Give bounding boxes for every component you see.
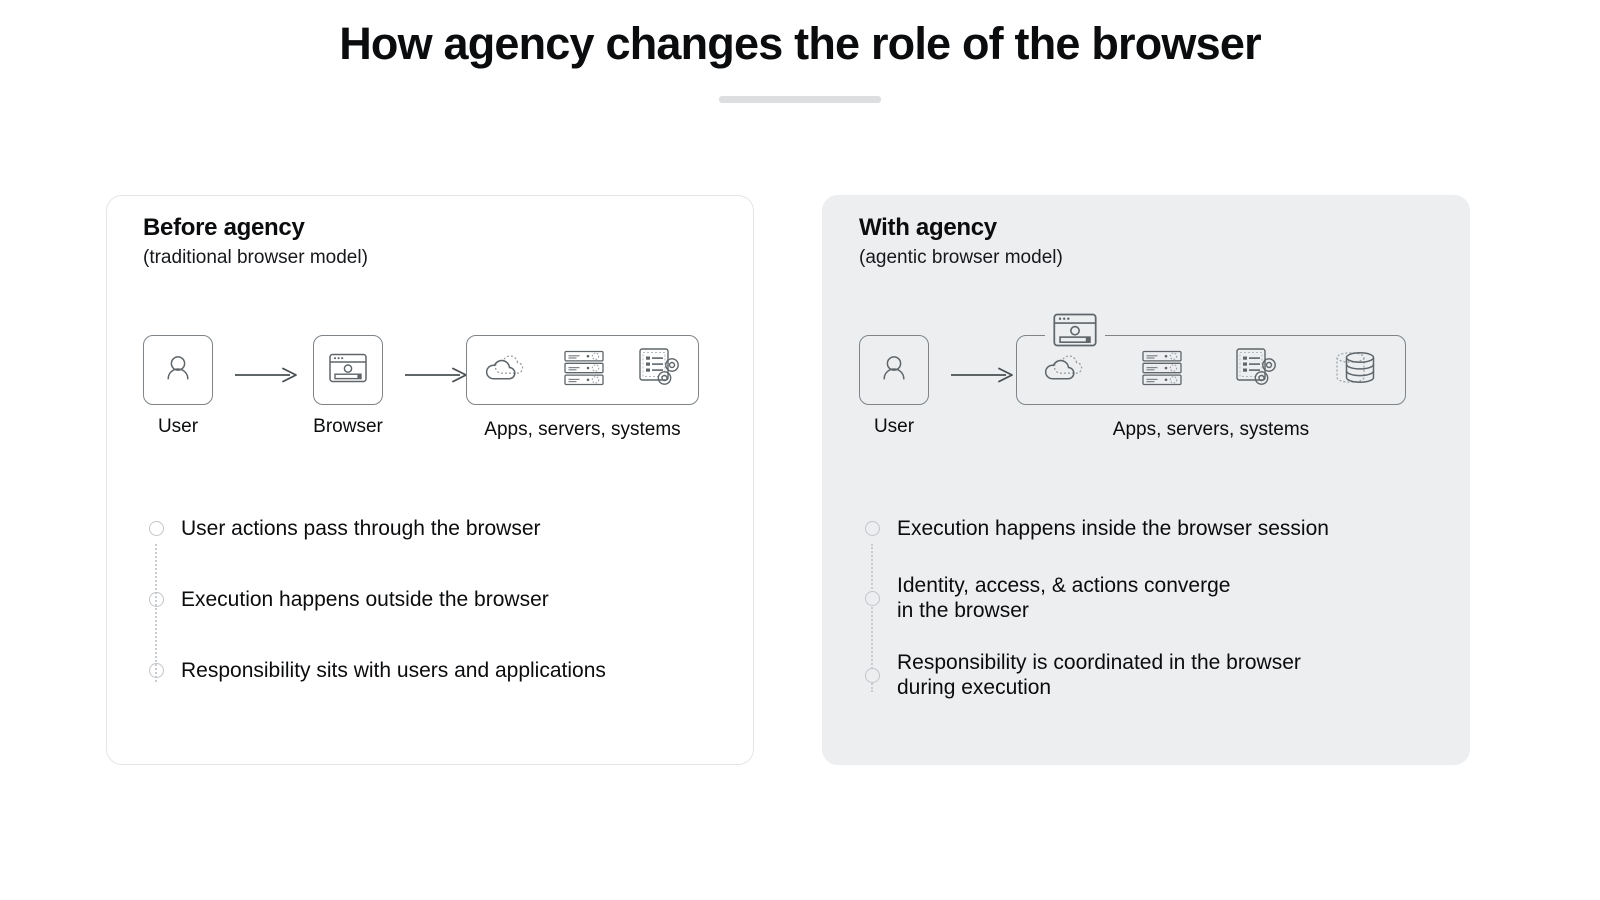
browser-icon [1052,310,1098,355]
title-block: How agency changes the role of the brows… [0,18,1600,103]
bullet-marker-col [859,573,885,607]
flow-group-apps-with [1016,335,1406,405]
flow-diagram-with: User [823,301,1469,461]
bullet-dot-icon [148,521,164,536]
server-rack-icon [1141,349,1183,392]
document-gears-icon [638,347,682,394]
bullet-marker-col [143,658,169,679]
panel-subtitle-before: (traditional browser model) [143,247,368,269]
panel-with-agency: With agency (agentic browser model) User [822,195,1470,765]
flow-node-user-with: User [859,335,929,438]
bullet-text: Execution happens outside the browser [181,588,549,612]
user-icon [877,351,911,390]
title-divider [719,95,881,103]
browser-chip-overlay [1045,310,1105,355]
browser-node-box [313,335,383,405]
bullet-list-before: User actions pass through the browser Ex… [107,516,753,684]
flow-node-label-browser-before: Browser [313,416,383,437]
document-gears-icon [1235,347,1279,394]
flow-node-label-user-with: User [873,416,915,437]
panel-subtitle-with: (agentic browser model) [859,247,1063,269]
list-item: Responsibility sits with users and appli… [143,658,753,683]
bullet-marker-col [143,516,169,536]
flow-group-label-apps-before: Apps, servers, systems [484,419,681,440]
panel-header-with: With agency (agentic browser model) [859,212,1063,271]
bullet-marker-col [859,516,885,536]
browser-icon [328,351,368,390]
bullet-connector-with [859,544,885,692]
database-icon [1331,349,1379,392]
panel-before-agency: Before agency (traditional browser model… [106,195,754,765]
list-item: User actions pass through the browser [143,516,753,541]
list-item: Execution happens inside the browser ses… [859,516,1469,541]
server-rack-icon [563,349,605,392]
bullet-dot-icon [148,592,164,608]
bullet-text: Responsibility sits with users and appli… [181,659,606,683]
bullet-text: Execution happens inside the browser ses… [897,517,1329,540]
flow-node-browser-before: Browser [313,335,383,438]
cloud-icon [1043,351,1089,390]
user-icon [161,351,195,390]
bullet-dot-icon [864,521,880,536]
bullet-text: Identity, access, & actions converge in … [897,574,1231,623]
flow-group-label-apps-with: Apps, servers, systems [1112,419,1310,440]
flow-arrow-user-to-apps [951,363,1015,387]
bullet-dot-icon [864,591,880,607]
panel-title-with: With agency [859,214,997,241]
list-item: Identity, access, & actions converge in … [859,573,1469,623]
flow-node-label-user-before: User [157,416,199,437]
bullet-connector-before [143,544,169,682]
flow-group-apps-before [466,335,699,405]
bullet-dot-icon [864,667,880,683]
bullet-text: Responsibility is coordinated in the bro… [897,650,1301,699]
bullet-dot-icon [148,663,164,679]
panel-header-before: Before agency (traditional browser model… [143,212,368,271]
flow-arrow-user-to-browser [235,363,299,387]
flow-node-user-before: User [143,335,213,438]
bullet-marker-col [143,587,169,608]
page-title: How agency changes the role of the brows… [339,18,1261,69]
list-item: Execution happens outside the browser [143,587,753,612]
user-node-box [143,335,213,405]
flow-arrow-browser-to-apps [405,363,469,387]
bullet-list-with: Execution happens inside the browser ses… [823,516,1469,700]
bullet-marker-col [859,650,885,683]
list-item: Responsibility is coordinated in the bro… [859,650,1469,700]
user-node-box [859,335,929,405]
bullet-text: User actions pass through the browser [181,517,541,540]
cloud-icon [484,351,530,390]
flow-diagram-before: User [107,301,753,461]
panel-title-before: Before agency [143,214,305,241]
